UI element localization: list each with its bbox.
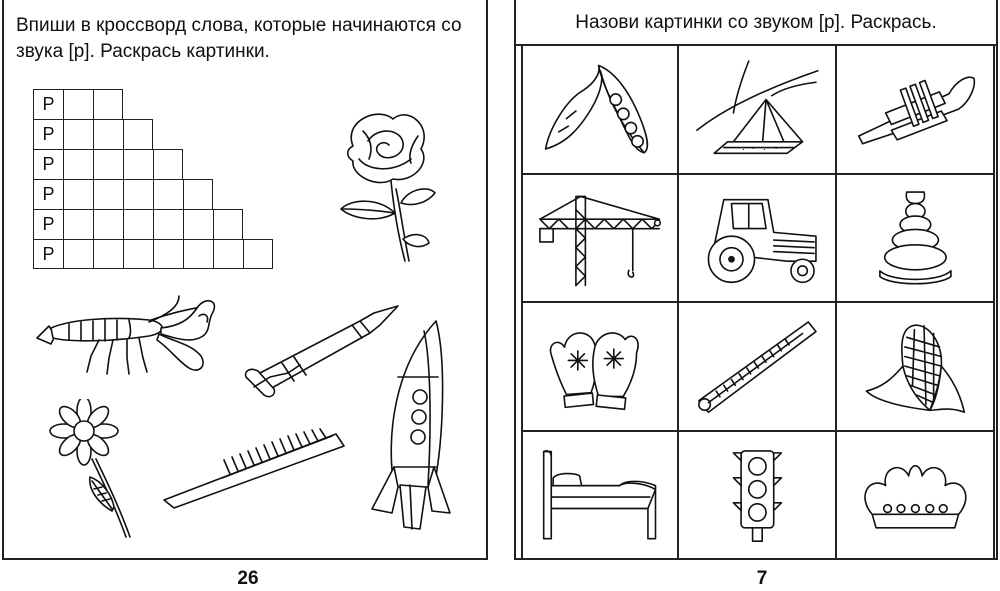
crossword-cell[interactable] [63, 149, 93, 179]
crossword-cell[interactable] [183, 179, 213, 209]
grid-cell [521, 431, 679, 560]
crossword-cell[interactable] [183, 209, 213, 239]
crossword-cell[interactable] [153, 179, 183, 209]
grid-cell [837, 174, 995, 303]
tractor-icon [695, 185, 820, 291]
crossword-start-letter: Р [33, 239, 63, 269]
right-page: Назови картинки со звуком [р]. Раскрась. [514, 0, 998, 589]
traffic-light-icon [695, 442, 820, 548]
trumpet-icon [853, 56, 978, 162]
crossword-cell[interactable] [243, 239, 273, 269]
grid-cell [679, 174, 837, 303]
grid-cell [837, 303, 995, 432]
grid-cell [837, 46, 995, 175]
crossword-cell[interactable] [93, 149, 123, 179]
pyramid-toy-icon [853, 185, 978, 291]
crossword-cell[interactable] [93, 119, 123, 149]
left-page: Впиши в кроссворд слова, которые начинаю… [2, 0, 488, 589]
crossword-start-letter: Р [33, 209, 63, 239]
grid-cell [521, 46, 679, 175]
crossword-cell[interactable] [93, 89, 123, 119]
crossword-cell[interactable] [183, 239, 213, 269]
crossword-cell[interactable] [63, 89, 93, 119]
crossword-cell[interactable] [63, 179, 93, 209]
peas-icon [538, 56, 661, 162]
crossword-cell[interactable] [93, 179, 123, 209]
crayfish-icon [29, 286, 219, 382]
grid-cell [679, 431, 837, 560]
grid-cell [521, 174, 679, 303]
crossword-cell[interactable] [123, 119, 153, 149]
crossword-row: Р [33, 89, 273, 119]
rocket-icon [364, 317, 456, 532]
crossword-cell[interactable] [213, 209, 243, 239]
bed-icon [538, 442, 661, 548]
crossword-row: Р [33, 209, 273, 239]
left-instruction: Впиши в кроссворд слова, которые начинаю… [16, 15, 462, 62]
crossword-row: Р [33, 179, 273, 209]
crossword-cell[interactable] [93, 239, 123, 269]
right-page-number: 7 [756, 568, 768, 589]
picture-grid [521, 46, 995, 560]
crossword-row: Р [33, 149, 273, 179]
crossword-start-letter: Р [33, 179, 63, 209]
grid-cell [679, 303, 837, 432]
crane-icon [538, 185, 661, 291]
corn-icon [853, 313, 978, 419]
crossword-start-letter: Р [33, 89, 63, 119]
crossword-cell[interactable] [123, 149, 153, 179]
left-page-number: 26 [237, 568, 259, 589]
crossword-row: Р [33, 239, 273, 269]
crossword-cell[interactable] [123, 239, 153, 269]
crossword-row: Р [33, 119, 273, 149]
crossword-start-letter: Р [33, 119, 63, 149]
right-instruction: Назови картинки со звуком [р]. Раскрась. [516, 0, 996, 46]
crossword-cell[interactable] [63, 119, 93, 149]
crossword-cell[interactable] [63, 209, 93, 239]
crossword-start-letter: Р [33, 149, 63, 179]
crossword-cell[interactable] [93, 209, 123, 239]
crown-icon [853, 442, 978, 548]
crossword-cell[interactable] [153, 149, 183, 179]
pen-icon [240, 303, 402, 403]
grid-cell [679, 46, 837, 175]
crossword-cell[interactable] [213, 239, 243, 269]
crossword-cell[interactable] [123, 209, 153, 239]
rose-icon [322, 101, 444, 266]
mittens-icon [538, 313, 661, 419]
crossword-cell[interactable] [123, 179, 153, 209]
thermometer-icon [695, 313, 820, 419]
comb-icon [160, 428, 348, 510]
crossword-cell[interactable] [153, 209, 183, 239]
daisy-icon [42, 399, 138, 539]
crossword-cell[interactable] [63, 239, 93, 269]
grid-cell [521, 303, 679, 432]
crossword-cell[interactable] [153, 239, 183, 269]
bird-feeder-icon [695, 56, 820, 162]
grid-cell [837, 431, 995, 560]
